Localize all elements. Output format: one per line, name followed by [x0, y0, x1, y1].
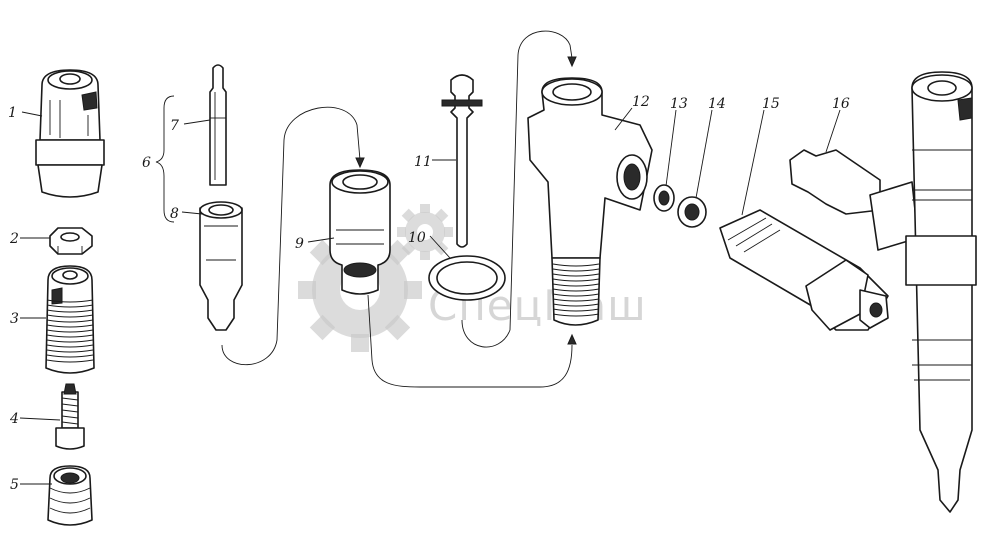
thread-ring — [46, 329, 94, 333]
label-7: 7 — [170, 118, 179, 134]
thread-ring — [46, 309, 94, 313]
thread-ring — [552, 263, 600, 267]
thread-ring — [552, 313, 600, 317]
thread-ring — [552, 283, 600, 287]
label-12: 12 — [632, 94, 650, 110]
label-14: 14 — [708, 96, 726, 112]
watermark-gear-large-icon — [298, 228, 422, 352]
part-12-thread-rings — [552, 263, 600, 317]
label-10: 10 — [408, 230, 426, 246]
label-16: 16 — [832, 96, 850, 112]
leader-lines — [19, 95, 841, 485]
label-8: 8 — [170, 206, 179, 222]
brace-6 — [155, 95, 175, 223]
thread-ring — [552, 308, 600, 312]
part-15-union-fitting — [719, 209, 889, 331]
assembly-path-lines — [221, 30, 577, 388]
thread-ring — [552, 273, 600, 277]
part-9-nozzle-nut — [329, 169, 391, 295]
thread-ring — [46, 349, 94, 353]
label-11: 11 — [414, 154, 432, 170]
label-2: 2 — [9, 231, 19, 247]
part-4-screw — [55, 383, 85, 450]
flow-arrow-12-top — [567, 56, 577, 68]
thread-ring — [552, 278, 600, 282]
thread-ring — [552, 298, 600, 302]
part-2-small-nut — [49, 227, 93, 255]
part-5-spring — [47, 465, 93, 526]
flow-line-8-to-9 — [221, 106, 361, 366]
thread-ring — [46, 339, 94, 343]
thread-ring — [46, 334, 94, 338]
flow-arrow-9 — [355, 157, 365, 169]
thread-ring — [46, 359, 94, 363]
label-5: 5 — [10, 477, 19, 493]
flow-line-9-to-12-bottom — [367, 294, 573, 388]
thread-ring — [46, 354, 94, 358]
label-3: 3 — [10, 311, 19, 327]
part-14-washer — [677, 196, 707, 228]
thread-ring — [46, 324, 94, 328]
part-16-assembled-injector — [789, 71, 977, 513]
flow-line-10-to-12-top — [461, 30, 573, 348]
thread-ring — [46, 304, 94, 308]
thread-ring — [46, 299, 94, 303]
label-1: 1 — [8, 105, 17, 121]
part-10-washer-ring — [428, 255, 506, 301]
thread-ring — [46, 314, 94, 318]
label-15: 15 — [762, 96, 780, 112]
thread-ring — [552, 293, 600, 297]
label-6: 6 — [142, 155, 151, 171]
watermark-logo: СпецМаш — [298, 204, 646, 352]
part-3-thread-rings — [46, 299, 94, 363]
thread-ring — [46, 319, 94, 323]
part-7-needle — [209, 64, 227, 186]
part-13-washer — [653, 184, 675, 212]
part-1-cap-nut — [35, 69, 105, 198]
flow-arrow-12-bottom — [567, 333, 577, 345]
thread-ring — [552, 268, 600, 272]
thread-ring — [552, 303, 600, 307]
label-4: 4 — [9, 411, 19, 427]
part-12-tee-body — [527, 77, 653, 326]
thread-ring — [46, 344, 94, 348]
part-8-atomizer-body — [199, 201, 243, 331]
thread-ring — [552, 288, 600, 292]
part-3-threaded-sleeve — [45, 265, 95, 374]
label-13: 13 — [670, 96, 688, 112]
label-9: 9 — [295, 236, 304, 252]
part-labels: 1 2 3 4 5 6 7 8 9 10 11 12 13 14 15 16 — [8, 94, 850, 493]
part-11-push-rod — [441, 74, 483, 248]
